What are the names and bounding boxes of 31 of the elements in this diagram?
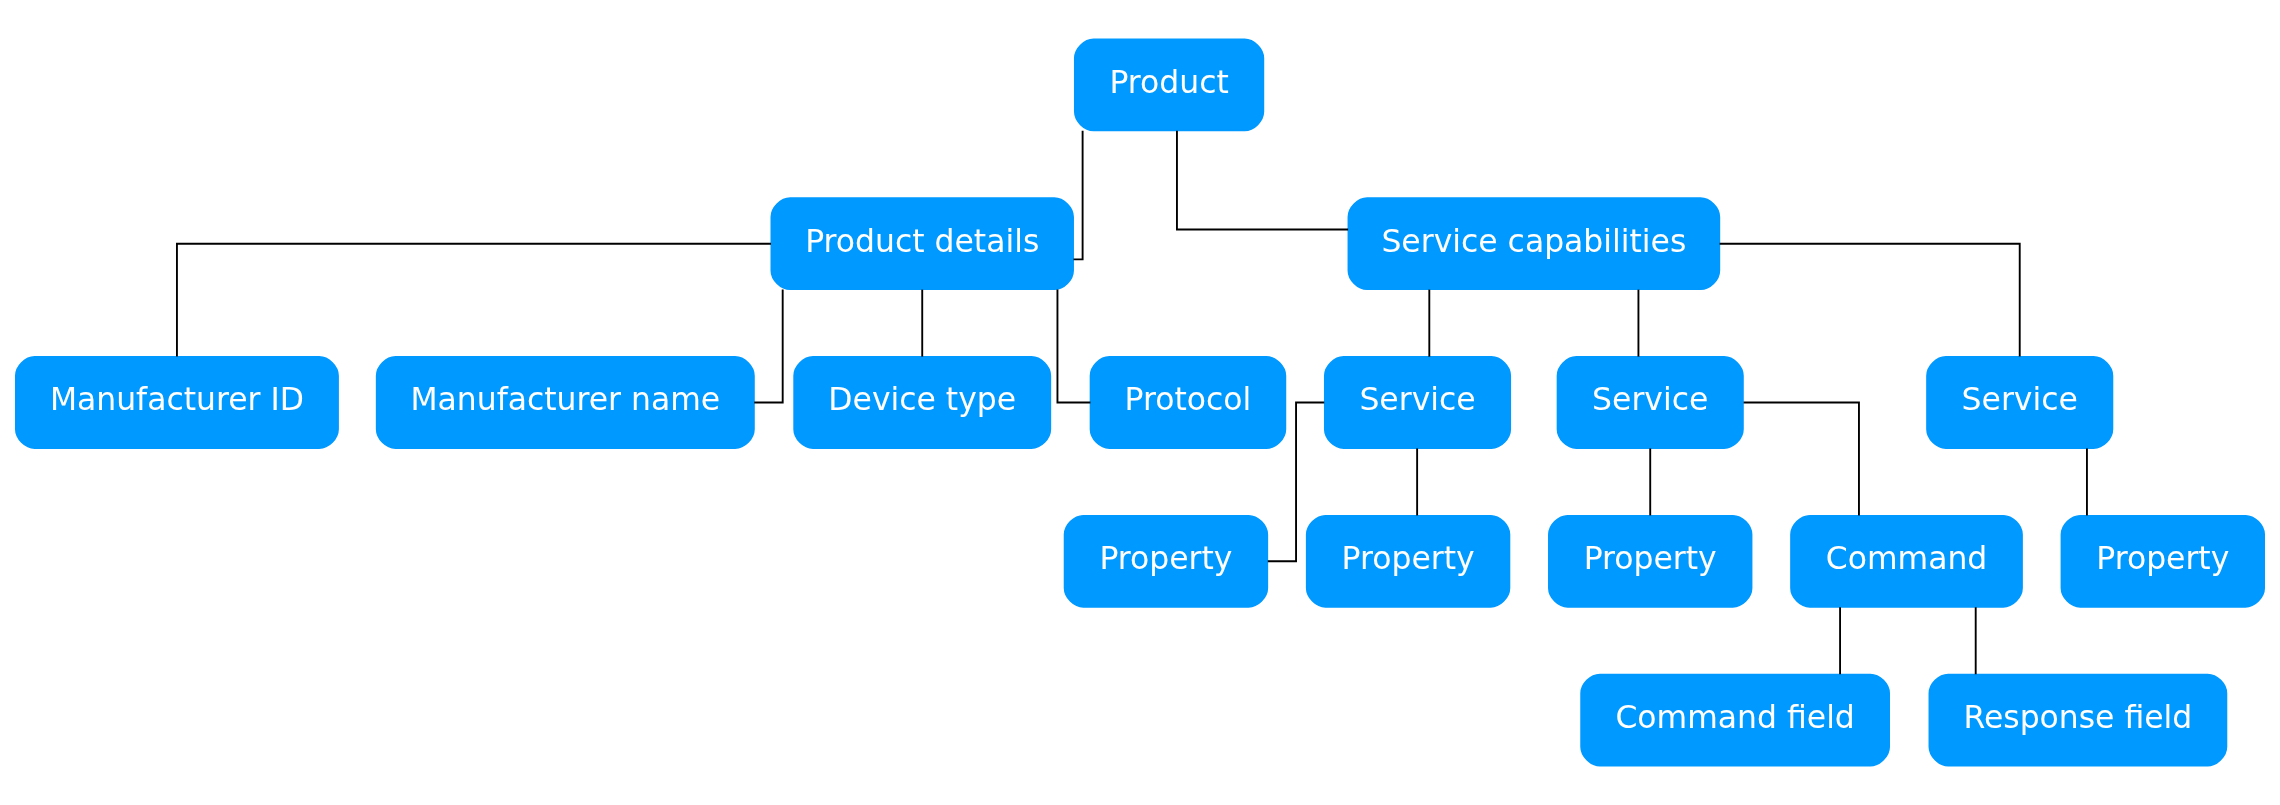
node-box: Property (2060, 514, 2265, 608)
connector (1718, 242, 2021, 358)
node-box: Device type (793, 356, 1052, 449)
node-box: Service (1323, 356, 1512, 449)
connector (1839, 606, 1842, 676)
node-box: Manufacturer ID (15, 356, 339, 449)
node-box: Product (1073, 38, 1265, 132)
node-box: Service (1556, 356, 1744, 449)
node-box: Service capabilities (1347, 197, 1721, 291)
connector (921, 288, 924, 358)
connector (1428, 288, 1431, 358)
connector (1974, 606, 1977, 676)
connector (176, 242, 772, 358)
node-box: Command (1790, 514, 2023, 608)
connector (1649, 447, 1652, 517)
node-box: Protocol (1089, 356, 1287, 449)
node-box: Property (1305, 514, 1511, 608)
node-box: Manufacturer name (375, 356, 755, 449)
node-box: Product details (770, 197, 1074, 291)
node-box: Property (1063, 514, 1269, 608)
connector (2086, 447, 2088, 517)
node-box: Service (1926, 356, 2114, 449)
connector (1637, 288, 1640, 358)
connector (1742, 401, 1860, 517)
node-box: Command field (1580, 673, 1890, 767)
connector (1176, 129, 1350, 231)
connector (1416, 447, 1419, 517)
node-box: Property (1548, 514, 1753, 608)
connector (1056, 288, 1092, 404)
connector (1072, 129, 1084, 261)
node-box: Response field (1928, 673, 2228, 767)
